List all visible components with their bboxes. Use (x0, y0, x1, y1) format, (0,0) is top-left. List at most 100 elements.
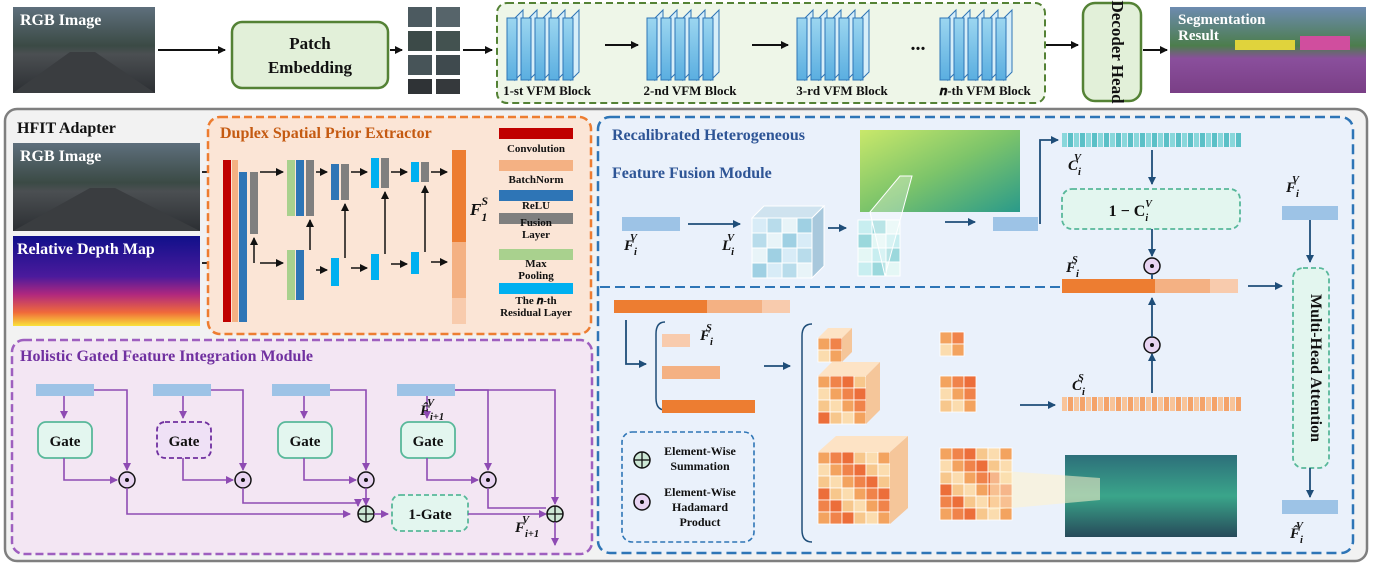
vfm-slab (688, 17, 700, 81)
vfm-slab (967, 17, 979, 81)
legend-label-5: The 𝒏-th (515, 295, 556, 307)
brace-right (801, 323, 813, 543)
feature-token-cell (857, 219, 873, 235)
cv-segment (1152, 133, 1157, 147)
pool-grid-large (877, 451, 891, 465)
feature-token-cell (857, 261, 873, 277)
pool-grid-large (829, 463, 843, 477)
cv-segment (1098, 133, 1103, 147)
f-hat-i-plus-1-sup: V (427, 398, 435, 409)
legend-swatch-2 (499, 190, 573, 201)
flat-grid-large (987, 447, 1001, 461)
f-v-label: FiV (623, 233, 638, 258)
l-cube-cell (751, 232, 768, 249)
l-cube-cell (766, 262, 783, 279)
vfm-ellipsis: ... (911, 33, 926, 55)
flat-grid-mid (951, 399, 965, 413)
flat-grid-mid (963, 375, 977, 389)
patch-tiles (408, 7, 460, 94)
legend-swatch-4 (499, 249, 573, 260)
hfit-rgb-label: RGB Image (20, 148, 101, 165)
pool-grid-large (841, 463, 855, 477)
vfm-slab (506, 17, 518, 81)
pool-grid-mid (829, 375, 843, 389)
to-cv (1039, 136, 1059, 224)
out-bar (1282, 500, 1338, 514)
l-v-label-sup: V (727, 233, 735, 244)
fv-bar (622, 217, 680, 231)
pool-grid-mid (841, 411, 855, 425)
legend-label-4: Max (525, 258, 547, 270)
cs-segment (1134, 397, 1139, 411)
decoder-head-label: Decoder Head (1108, 0, 1127, 104)
flat-grid-large (975, 459, 989, 473)
l-v-label-sub: i (731, 247, 734, 258)
pool-grid-large (817, 451, 831, 465)
cs-segment (1122, 397, 1127, 411)
pool-grid-mid (841, 387, 855, 401)
l-cube-cell (751, 217, 768, 234)
f-hat-out-label-base: F̂ (1289, 524, 1300, 542)
pool-grid-small (829, 337, 843, 351)
pool-grid-mid (841, 375, 855, 389)
flat-grid-large (963, 471, 977, 485)
residual-3-rgb (411, 162, 419, 182)
legend-swatch-0 (499, 128, 573, 139)
gate-box-1 (156, 421, 212, 459)
cs-segment (1092, 397, 1097, 411)
cs-segment (1110, 397, 1115, 411)
vfm-slab (646, 17, 658, 81)
pool-grid-large (853, 475, 867, 489)
l-cube-cell (766, 217, 783, 234)
l-cube-cell (781, 232, 798, 249)
legend-swatch-5 (499, 283, 573, 294)
vfm-slab (953, 17, 965, 81)
one-minus-gate-box (391, 494, 469, 532)
cs-segment (1212, 397, 1217, 411)
residual-1-depth (331, 258, 339, 286)
l-cube-cell (751, 262, 768, 279)
cs-segment (1116, 397, 1121, 411)
mha-box (1292, 267, 1330, 469)
flat-grid-large (951, 447, 965, 461)
vfm-slab (702, 17, 714, 81)
flat-grid-large (987, 507, 1001, 521)
f-hat-i-plus-1: F̂i+1V (419, 398, 444, 423)
cv-segment (1104, 133, 1109, 147)
gate-label-3: Gate (413, 434, 444, 450)
cs-segment (1146, 397, 1151, 411)
pool-grid-large (841, 511, 855, 525)
l-cube-side (811, 204, 825, 280)
pool-small-top (818, 328, 852, 338)
brace-left (655, 321, 666, 411)
flat-grid-mid (939, 375, 953, 389)
cs-segment (1074, 397, 1079, 411)
vfm-label-n: 𝒏-th VFM Block (939, 83, 1031, 98)
pool-grid-large (829, 511, 843, 525)
vfm-slab (548, 17, 560, 81)
vfm-slab (939, 17, 951, 81)
cs-segment (1230, 397, 1235, 411)
gate-to-product (63, 458, 118, 484)
fs-src-1 (614, 300, 707, 313)
hadamard-1-dot (241, 478, 245, 482)
flat-grid-large (975, 447, 989, 461)
flat-grid-mid (963, 399, 977, 413)
cs-segment (1224, 397, 1229, 411)
gate-box-3 (400, 421, 456, 459)
patch-embedding-box (230, 20, 390, 90)
pool-mid-top (818, 362, 880, 376)
f-v-right-label-base: F (1285, 180, 1296, 196)
flat-grid-small (939, 343, 953, 357)
pool-grid-large (877, 511, 891, 525)
patch-embedding-line1: Patch (289, 34, 331, 53)
projection-beam (869, 175, 913, 277)
flat-grid-large (963, 459, 977, 473)
flat-grid-large (975, 507, 989, 521)
flat-grid-large (939, 495, 953, 509)
mha-label: Multi-Head Attention (1307, 294, 1324, 442)
residual-2-depth (371, 254, 379, 280)
cv-segment (1212, 133, 1217, 147)
